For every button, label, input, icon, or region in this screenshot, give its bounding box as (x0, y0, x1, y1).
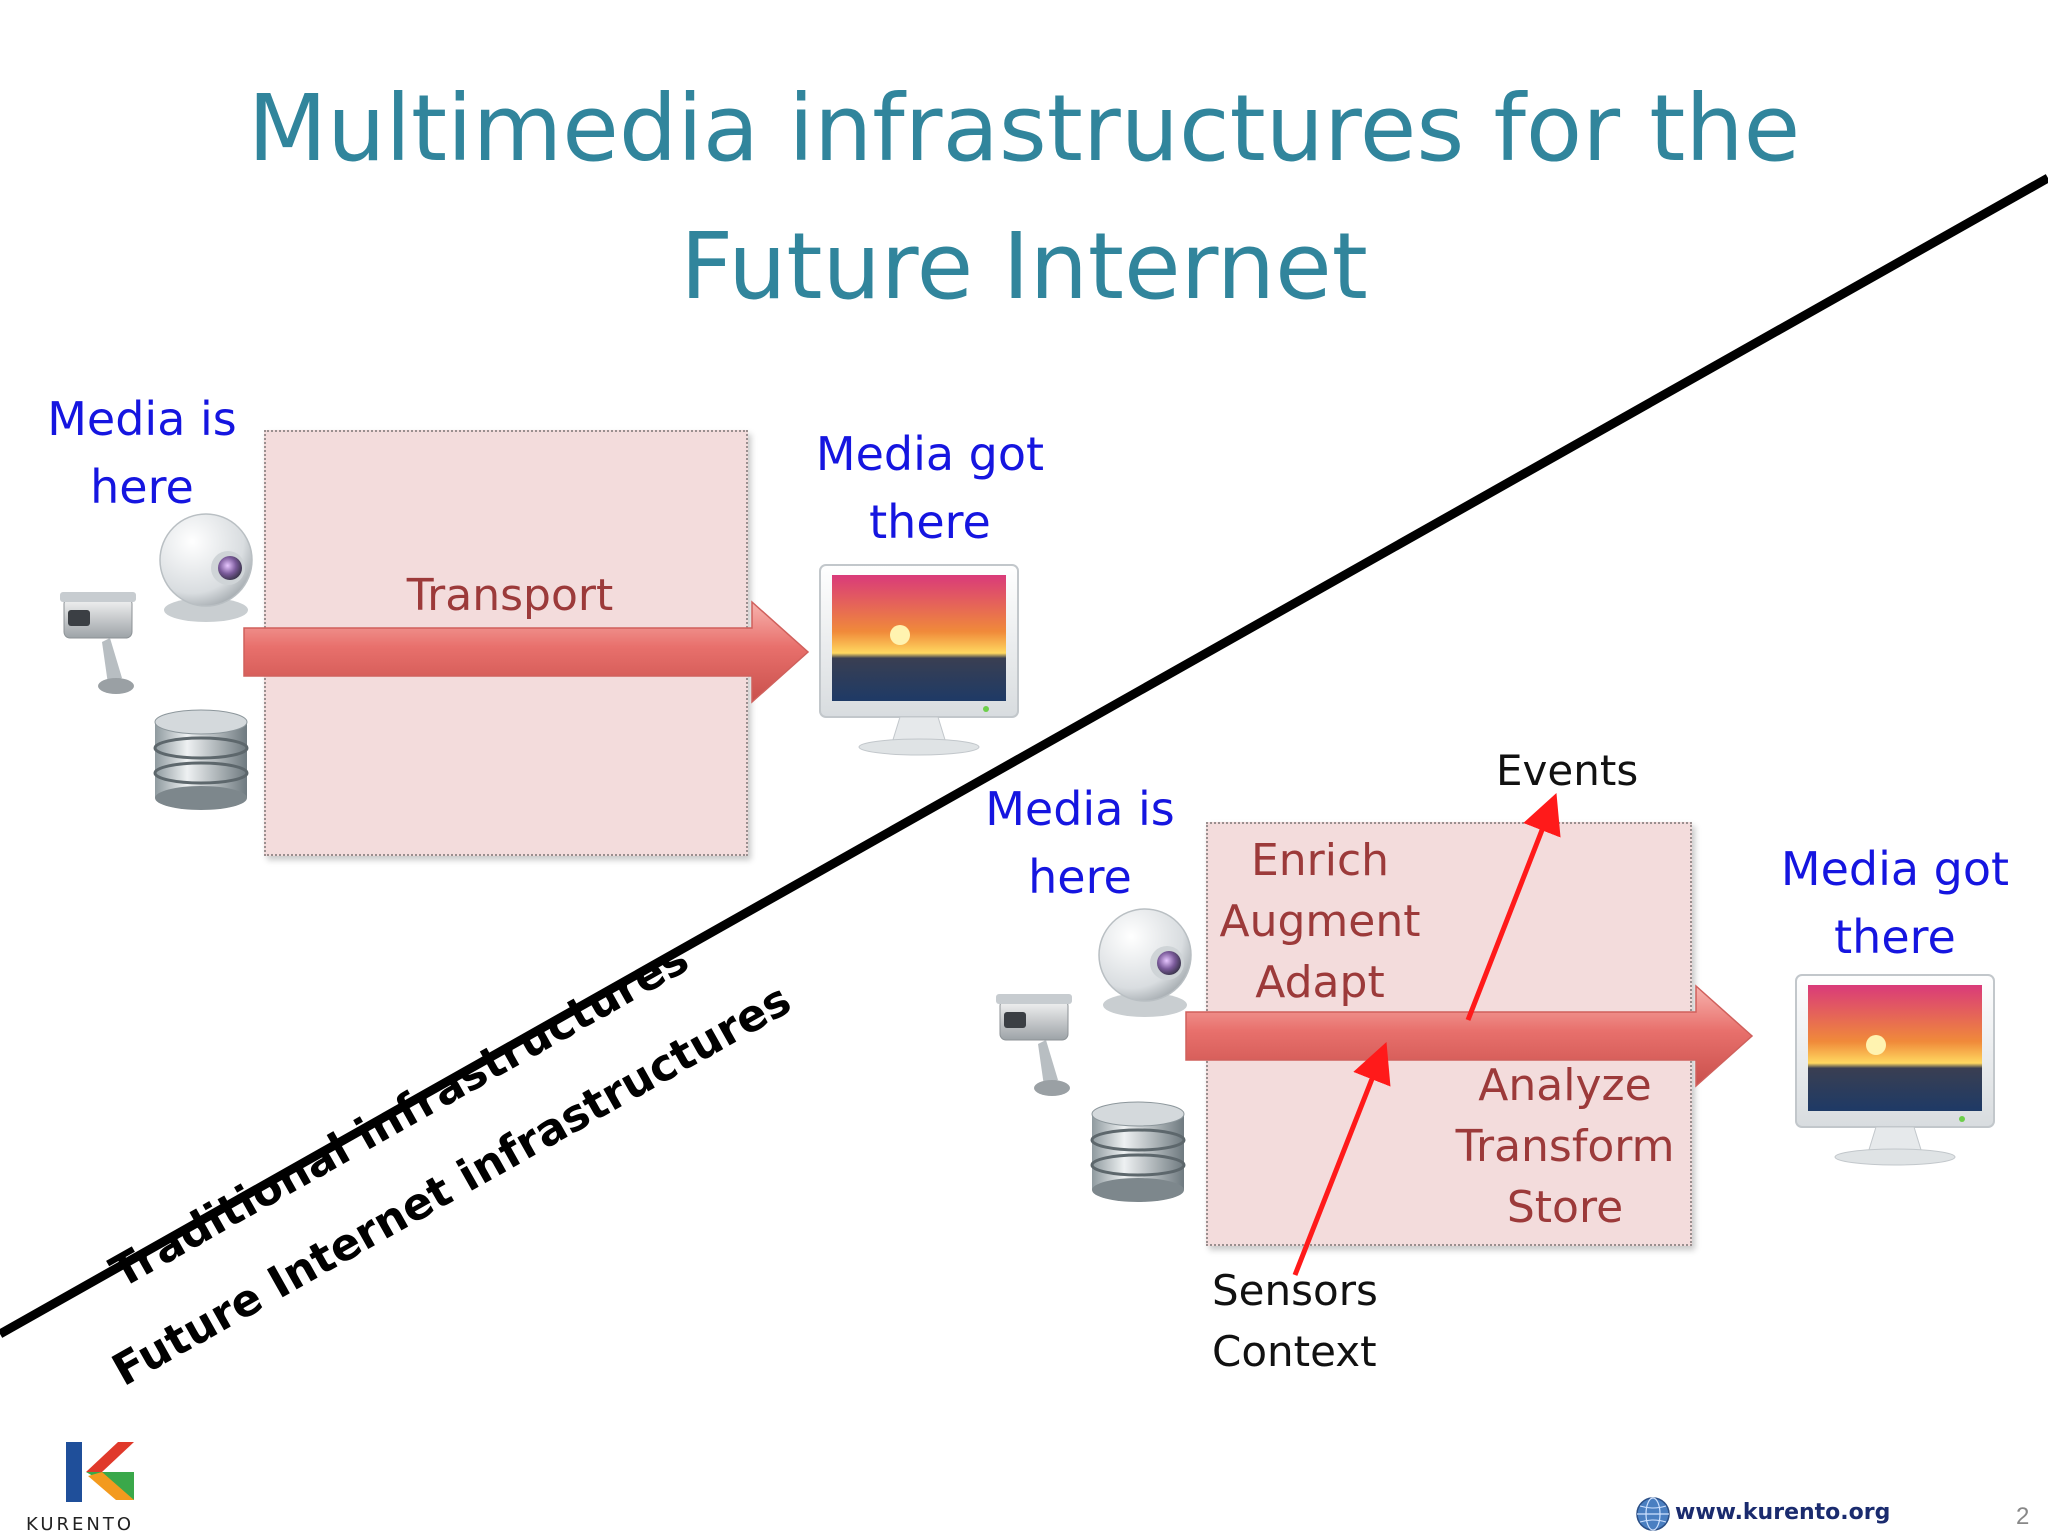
traditional-destination-label-line1: Media got (815, 427, 1045, 481)
events-label: Events (1496, 746, 1639, 795)
page-number: 2 (2016, 1503, 2030, 1530)
monitor-icon (1795, 974, 1995, 1166)
webcam-icon (159, 513, 253, 622)
traditional-source-label-line2: here (90, 460, 194, 514)
traditional-source-label-line1: Media is (47, 392, 237, 446)
future-source-label-line2: here (1028, 850, 1132, 904)
future-destination-label-line1: Media got (1780, 842, 2010, 896)
slide-title: Multimedia infrastructures for the Futur… (0, 60, 2048, 336)
traditional-destination-label: Media got there (800, 420, 1060, 556)
analyze-label: Analyze (1478, 1060, 1652, 1111)
database-icon (1090, 1101, 1186, 1202)
future-destination-label-line2: there (1834, 910, 1956, 964)
security-camera-icon (996, 994, 1072, 1096)
store-label: Store (1506, 1182, 1624, 1233)
footer-url[interactable]: www.kurento.org (1675, 1500, 1891, 1525)
globe-icon (1636, 1497, 1670, 1531)
title-line-1: Multimedia infrastructures for the (247, 75, 1801, 182)
sensors-context-label: Sensors Context (1212, 1260, 1378, 1382)
webcam-icon (1098, 908, 1192, 1017)
future-source-label: Media is here (960, 775, 1200, 911)
process-bottom-labels: Analyze Transform Store (1440, 1055, 1690, 1238)
database-icon (153, 709, 249, 810)
kurento-logo: KURENTO (26, 1514, 135, 1535)
transport-pipe-arrow (243, 600, 810, 704)
divider-line (0, 174, 2048, 1338)
process-top-labels: Enrich Augment Adapt (1200, 830, 1440, 1013)
augment-label: Augment (1219, 896, 1421, 947)
events-arrow (1465, 793, 1561, 1021)
traditional-source-label: Media is here (22, 385, 262, 521)
monitor-icon (819, 564, 1019, 756)
future-destination-label: Media got there (1765, 835, 2025, 971)
transport-label: Transport (406, 570, 614, 621)
kurento-logo-icon (66, 1442, 134, 1502)
security-camera-icon (60, 592, 136, 694)
transform-label: Transform (1455, 1121, 1675, 1172)
title-line-2: Future Internet (680, 213, 1368, 320)
future-source-label-line1: Media is (985, 782, 1175, 836)
sensors-arrow (1292, 1042, 1391, 1276)
adapt-label: Adapt (1255, 957, 1385, 1008)
enrich-label: Enrich (1250, 835, 1390, 886)
context-label: Context (1212, 1327, 1377, 1376)
traditional-destination-label-line2: there (869, 495, 991, 549)
processing-pipe-arrow (1185, 984, 1754, 1088)
